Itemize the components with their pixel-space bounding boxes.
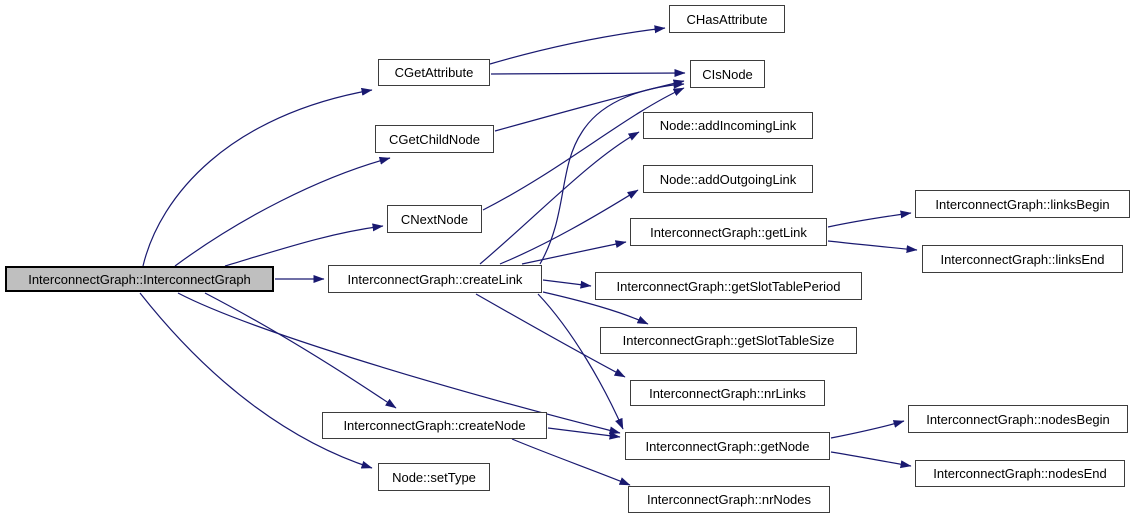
graph-node-label: InterconnectGraph::linksBegin [935, 196, 1110, 212]
graph-node-label: InterconnectGraph::nodesEnd [933, 466, 1107, 481]
graph-node-label: CIsNode [702, 66, 753, 82]
graph-node-cgetchildnode[interactable]: CGetChildNode [375, 125, 494, 153]
graph-node-label: Node::addIncomingLink [659, 118, 797, 133]
graph-node-label: InterconnectGraph::getNode [645, 438, 810, 454]
edge-createnode-nrnodes [511, 438, 631, 486]
edge-createlink-getslottablesize [542, 291, 649, 325]
edge-main-cnextnode [224, 223, 384, 267]
graph-node-label: InterconnectGraph::linksEnd [940, 251, 1105, 267]
graph-node-addoutgoinglink[interactable]: Node::addOutgoingLink [643, 165, 813, 193]
edge-getlink-linksend [827, 240, 918, 254]
graph-node-linksbegin[interactable]: InterconnectGraph::linksBegin [915, 190, 1130, 218]
graph-node-label: InterconnectGraph::getSlotTablePeriod [616, 278, 841, 294]
graph-node-label: Node::setType [392, 469, 476, 485]
graph-node-label: CHasAttribute [686, 11, 768, 27]
graph-node-label: InterconnectGraph::InterconnectGraph [28, 271, 251, 287]
graph-node-getslottablesize[interactable]: InterconnectGraph::getSlotTableSize [600, 327, 857, 354]
graph-node-nrnodes[interactable]: InterconnectGraph::nrNodes [628, 486, 830, 513]
edge-main-createnode [204, 292, 397, 409]
edge-createlink-addoutgoinglink [499, 189, 639, 265]
edge-createnode-getnode [547, 427, 621, 440]
graph-node-cisnode[interactable]: CIsNode [690, 60, 765, 88]
edge-getnode-nodesend [830, 451, 912, 469]
graph-node-addincominglink[interactable]: Node::addIncomingLink [643, 112, 813, 139]
graph-node-chasattribute[interactable]: CHasAttribute [669, 5, 785, 33]
edge-createlink-getnode [537, 293, 624, 430]
graph-node-getlink[interactable]: InterconnectGraph::getLink [630, 218, 827, 246]
graph-node-label: InterconnectGraph::getLink [650, 224, 807, 240]
graph-node-label: CNextNode [400, 211, 469, 227]
edge-getlink-linksbegin [827, 210, 912, 228]
graph-node-nodesend[interactable]: InterconnectGraph::nodesEnd [915, 460, 1125, 487]
graph-node-linksend[interactable]: InterconnectGraph::linksEnd [922, 245, 1123, 273]
graph-node-label: CGetAttribute [394, 65, 474, 80]
graph-node-label: InterconnectGraph::nrNodes [646, 492, 812, 507]
graph-node-label: CGetChildNode [388, 131, 481, 147]
edge-main-settype [139, 292, 373, 469]
graph-node-cnextnode[interactable]: CNextNode [387, 205, 482, 233]
edge-main-cgetchildnode [174, 156, 391, 267]
edge-createlink-nrlinks [475, 293, 626, 378]
edge-createlink-addincominglink [479, 131, 640, 265]
graph-node-getnode[interactable]: InterconnectGraph::getNode [625, 432, 830, 460]
graph-node-interconnectgraph-constructor: InterconnectGraph::InterconnectGraph [5, 266, 274, 292]
edge-cnextnode-cisnode [482, 87, 685, 211]
edge-createlink-getlink [521, 240, 627, 265]
edge-cgetattribute-cisnode [490, 69, 686, 78]
edge-createlink-cisnode [539, 80, 685, 265]
graph-node-cgetattribute[interactable]: CGetAttribute [378, 59, 490, 86]
graph-node-label: InterconnectGraph::nrLinks [649, 385, 806, 401]
graph-node-createnode[interactable]: InterconnectGraph::createNode [322, 412, 547, 439]
graph-node-label: InterconnectGraph::nodesBegin [926, 411, 1110, 427]
graph-node-label: InterconnectGraph::createNode [343, 418, 526, 433]
graph-node-label: InterconnectGraph::createLink [347, 271, 523, 287]
edge-main-cgetattribute [142, 87, 373, 267]
edge-cgetattribute-chasattribute [489, 25, 666, 65]
graph-node-getslottableperiod[interactable]: InterconnectGraph::getSlotTablePeriod [595, 272, 862, 300]
graph-node-label: InterconnectGraph::getSlotTableSize [622, 333, 835, 348]
edge-createlink-getslottableperiod [542, 279, 592, 289]
graph-node-createlink[interactable]: InterconnectGraph::createLink [328, 265, 542, 293]
graph-node-nodesbegin[interactable]: InterconnectGraph::nodesBegin [908, 405, 1128, 433]
graph-node-nrlinks[interactable]: InterconnectGraph::nrLinks [630, 380, 825, 406]
edge-getnode-nodesbegin [830, 420, 905, 439]
graph-node-label: Node::addOutgoingLink [659, 171, 797, 187]
graph-node-settype[interactable]: Node::setType [378, 463, 490, 491]
